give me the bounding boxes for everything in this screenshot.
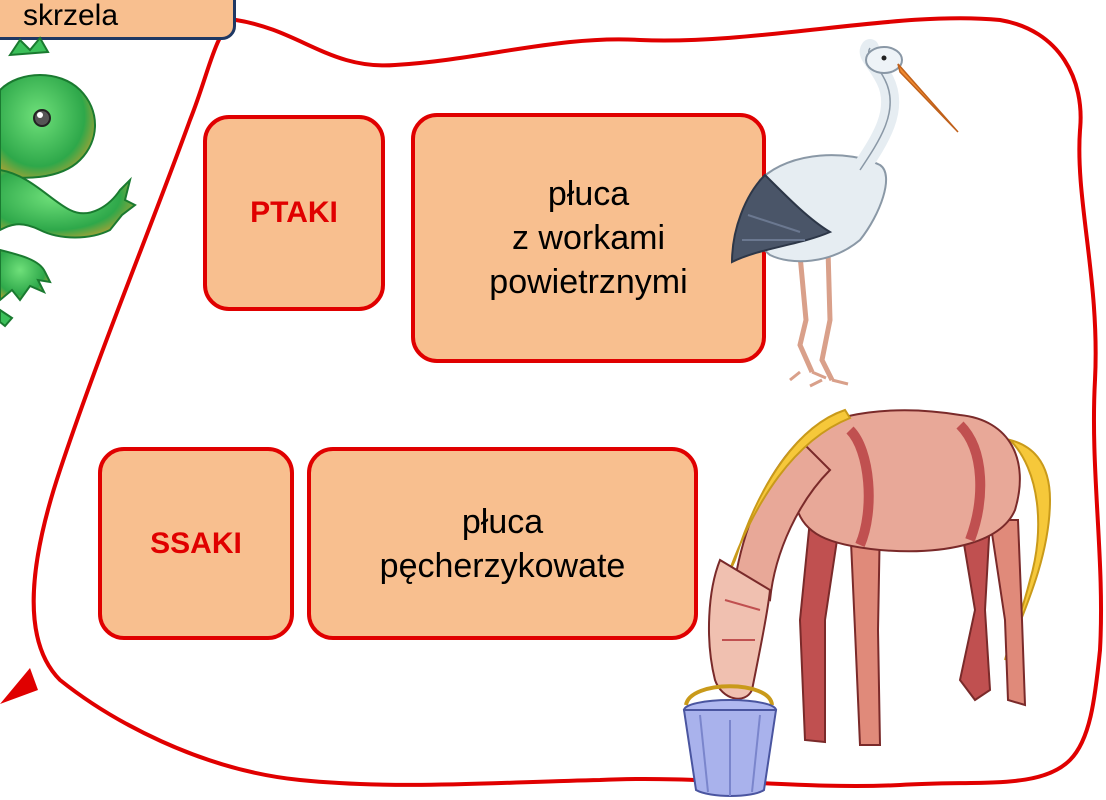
bucket-illustration: [0, 0, 1106, 800]
